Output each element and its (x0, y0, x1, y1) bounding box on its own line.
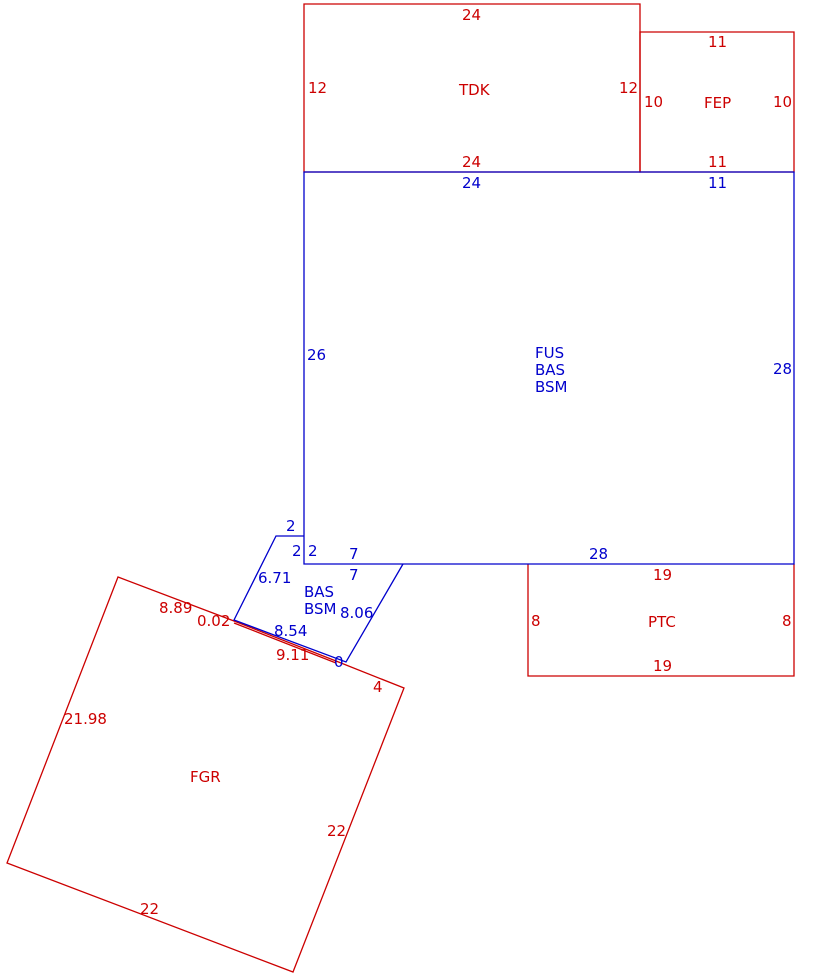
fgr-shared-edge (233, 622, 337, 664)
fgr-small-dimension: 0.02 (197, 612, 230, 630)
ptc-outline (527, 564, 795, 677)
bay-step-side-dimension: 2 (292, 542, 302, 560)
bay-label-bas: BAS (304, 583, 334, 601)
main-label-bsm: BSM (535, 378, 568, 396)
main-left-dimension: 26 (307, 346, 326, 364)
bay-area: BAS BSM 2 2 2 7 7 6.71 8.06 8.54 0 (233, 517, 404, 671)
fgr-left-dimension: 21.98 (64, 710, 107, 728)
fep-left-dimension: 10 (644, 93, 663, 111)
fep-bottom-dimension: 11 (708, 153, 727, 171)
main-top-left-dimension: 24 (462, 174, 481, 192)
fgr-bottom-dimension: 22 (140, 900, 159, 918)
fep-area: FEP 11 11 10 10 (639, 31, 795, 173)
tdk-top-dimension: 24 (462, 6, 481, 24)
fep-top-dimension: 11 (708, 33, 727, 51)
bay-inner-seven-dimension: 7 (349, 566, 359, 584)
main-label-fus: FUS (535, 344, 564, 362)
ptc-label: PTC (648, 613, 676, 631)
fgr-outline (6, 576, 405, 973)
bay-bottom-dimension: 8.54 (274, 622, 307, 640)
bay-inner-side-dimension: 2 (308, 542, 318, 560)
tdk-area: TDK 24 24 12 12 (303, 3, 641, 173)
bay-right-diagonal-dimension: 8.06 (340, 604, 373, 622)
ptc-area: PTC 19 19 8 8 (527, 564, 795, 677)
main-right-dimension: 28 (773, 360, 792, 378)
main-label-bas: BAS (535, 361, 565, 379)
bay-zero-dimension: 0 (334, 653, 344, 671)
tdk-bottom-dimension: 24 (462, 153, 481, 171)
fgr-top-left-dimension: 8.89 (159, 599, 192, 617)
fgr-top-end-dimension: 4 (373, 678, 383, 696)
main-area: FUS BAS BSM 24 11 26 28 28 (303, 171, 795, 565)
main-outline (303, 171, 795, 565)
main-bottom-dimension: 28 (589, 545, 608, 563)
ptc-bottom-dimension: 19 (653, 657, 672, 675)
tdk-left-dimension: 12 (308, 79, 327, 97)
bay-left-diagonal-dimension: 6.71 (258, 569, 291, 587)
ptc-left-dimension: 8 (531, 612, 541, 630)
fgr-right-dimension: 22 (327, 822, 346, 840)
ptc-right-dimension: 8 (782, 612, 792, 630)
fgr-top-mid-dimension: 9.11 (276, 646, 309, 664)
main-top-right-dimension: 11 (708, 174, 727, 192)
ptc-top-dimension: 19 (653, 566, 672, 584)
tdk-right-dimension: 12 (619, 79, 638, 97)
bay-label-bsm: BSM (304, 600, 337, 618)
tdk-label: TDK (458, 81, 491, 99)
fep-right-dimension: 10 (773, 93, 792, 111)
bay-top-seven-dimension: 7 (349, 545, 359, 563)
fgr-area: FGR 8.89 0.02 9.11 4 21.98 22 22 (6, 576, 405, 973)
bay-step-top-dimension: 2 (286, 517, 296, 535)
fgr-label: FGR (190, 768, 221, 786)
fep-label: FEP (704, 94, 731, 112)
bay-outline (233, 535, 404, 663)
